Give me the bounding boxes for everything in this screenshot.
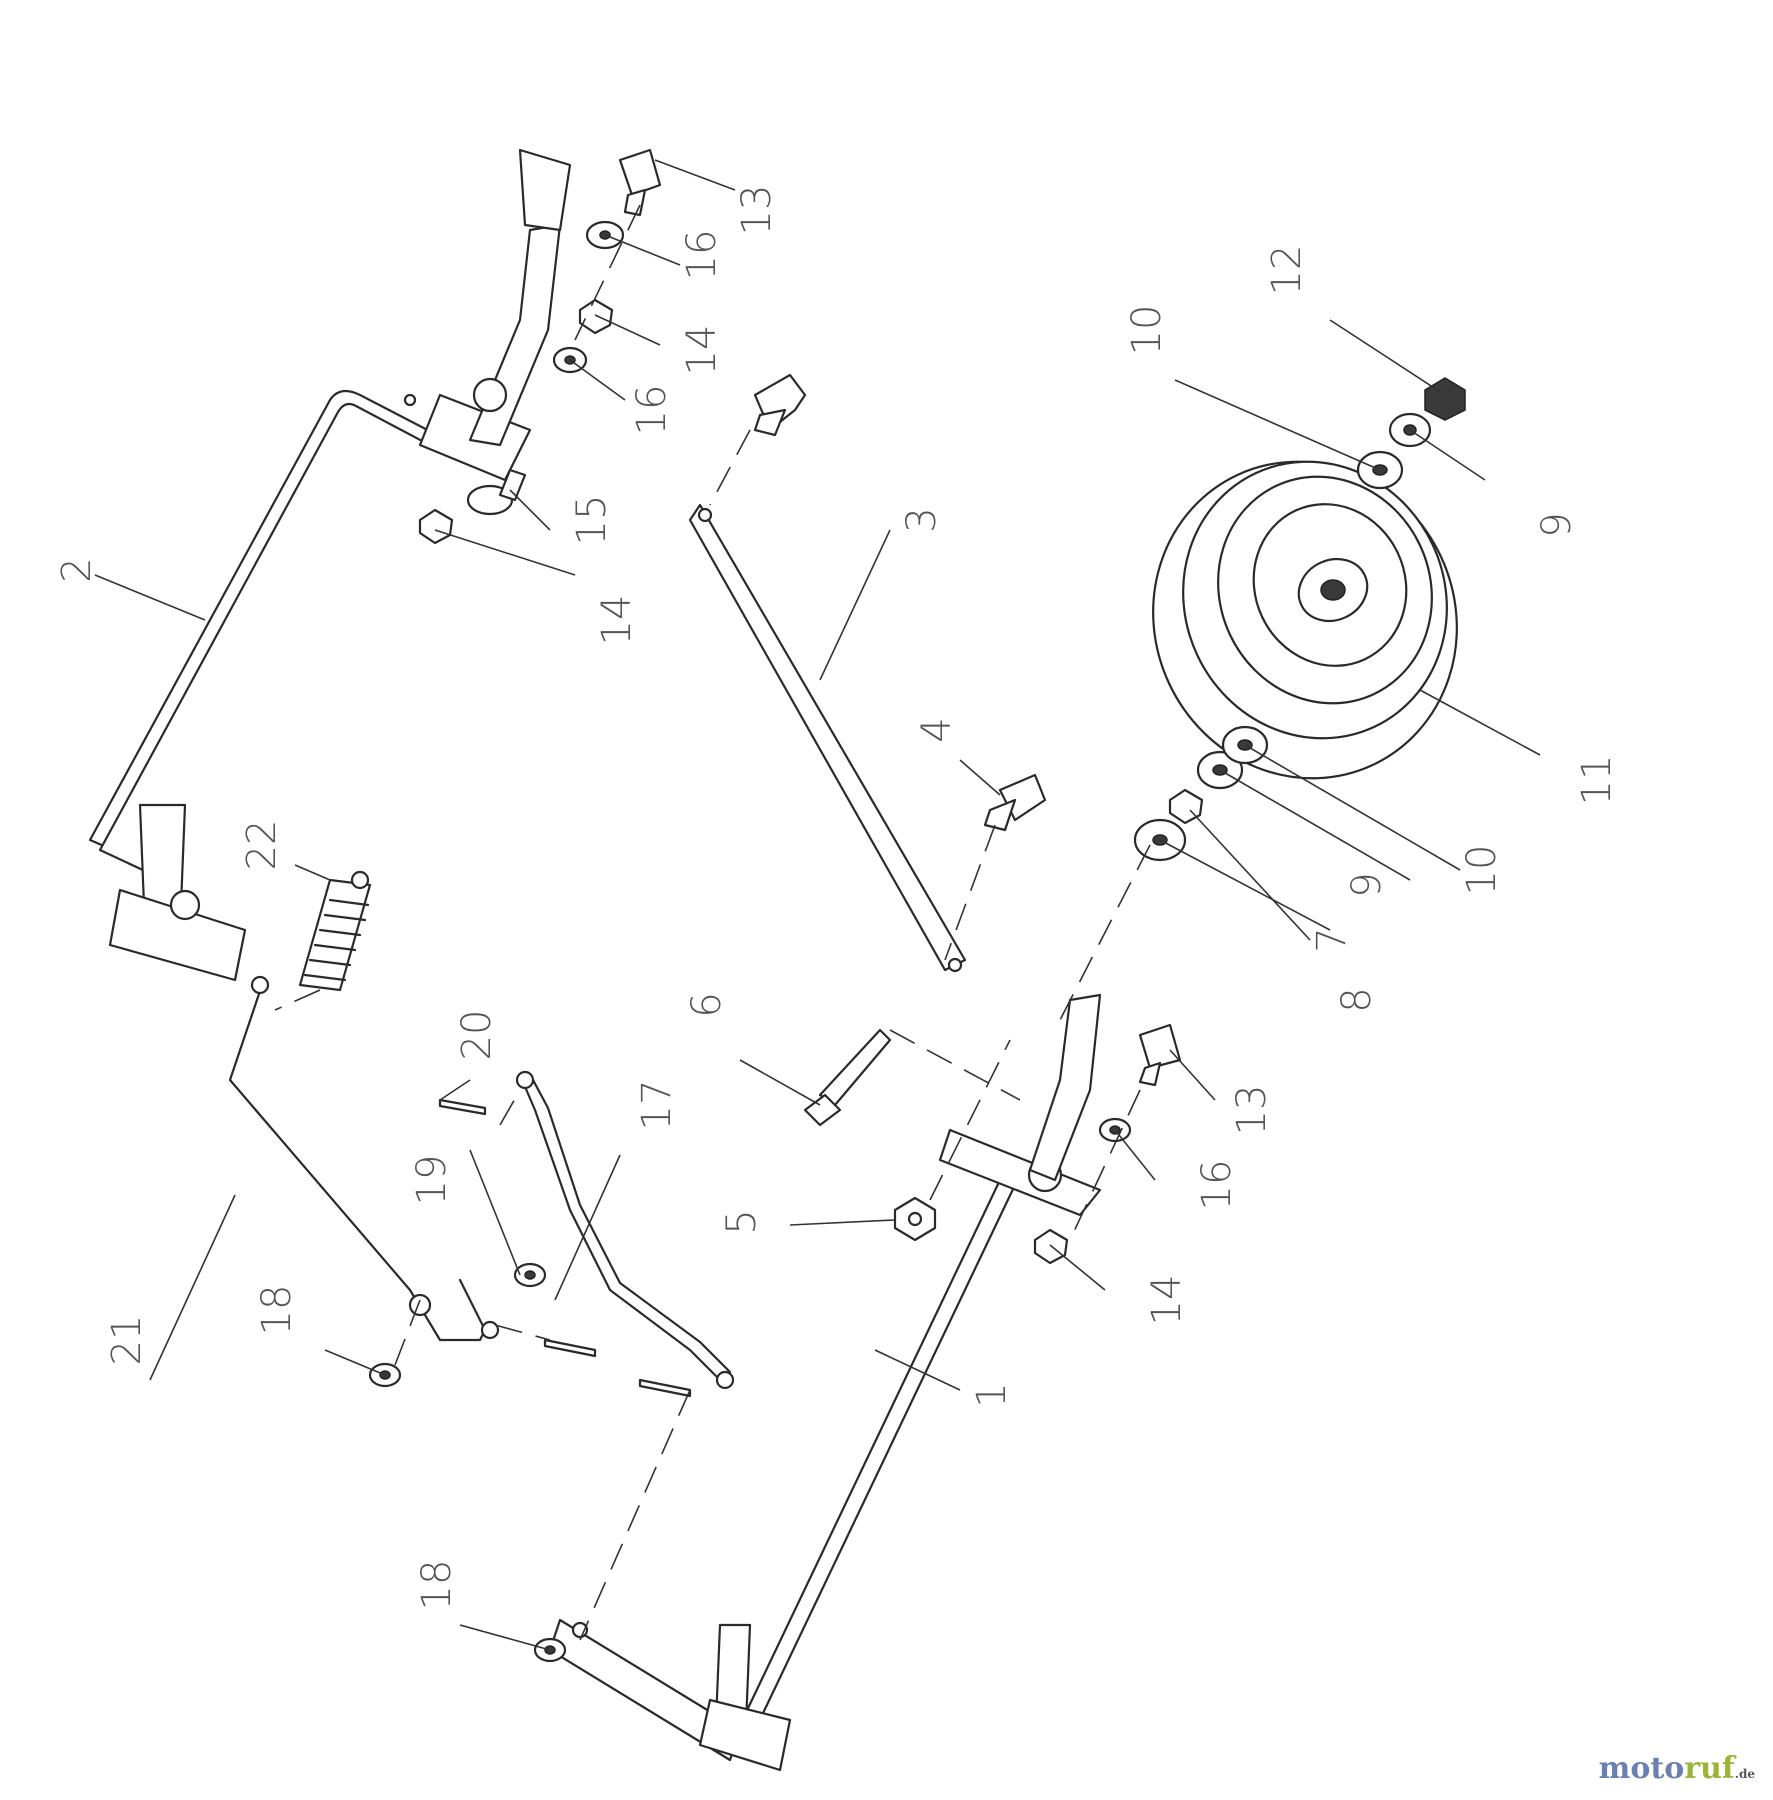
label-7: 7 — [1309, 927, 1355, 952]
assembly-lines — [274, 204, 1151, 1641]
label-14-lower: 14 — [1144, 1275, 1190, 1326]
motoruf-watermark: motoruf.de — [1599, 1751, 1755, 1786]
label-18-lower: 18 — [414, 1560, 460, 1611]
label-14-mid: 14 — [594, 595, 640, 646]
label-9-lower: 9 — [1344, 872, 1390, 897]
label-21: 21 — [104, 1315, 150, 1366]
label-20: 20 — [454, 1010, 500, 1061]
callout-labels: 2 1 3 4 5 6 7 8 9 10 10 9 11 12 13 13 16… — [54, 185, 1620, 1611]
spring — [298, 870, 372, 992]
watermark-suffix: .de — [1734, 1767, 1755, 1781]
label-11: 11 — [1574, 755, 1620, 806]
label-3: 3 — [899, 507, 945, 532]
leader-lines — [94, 159, 1541, 1651]
label-15: 15 — [569, 495, 615, 546]
label-18-upper: 18 — [254, 1285, 300, 1336]
label-1: 1 — [969, 1382, 1015, 1407]
label-6: 6 — [684, 992, 730, 1017]
bent-rod — [228, 975, 500, 1342]
label-4: 4 — [914, 717, 960, 742]
label-10-lower: 10 — [1459, 845, 1505, 896]
label-13-lower: 13 — [1229, 1085, 1275, 1136]
label-14-upper: 14 — [679, 325, 725, 376]
label-2: 2 — [54, 557, 100, 582]
label-16-lower: 16 — [1194, 1160, 1240, 1211]
label-13-upper: 13 — [734, 185, 780, 236]
wheel — [1152, 460, 1458, 780]
axle-rod-lower — [548, 993, 1102, 1772]
label-16-upper: 16 — [679, 230, 725, 281]
label-16-mid: 16 — [629, 385, 675, 436]
label-10-upper: 10 — [1124, 305, 1170, 356]
label-12: 12 — [1264, 245, 1310, 296]
label-22: 22 — [239, 820, 285, 871]
axle-rod-upper — [88, 148, 572, 982]
watermark-part1: moto — [1598, 1751, 1685, 1786]
label-19: 19 — [409, 1155, 455, 1206]
lever — [515, 1070, 735, 1390]
label-9-upper: 9 — [1534, 512, 1580, 537]
link-bar — [688, 503, 967, 973]
label-8: 8 — [1334, 987, 1380, 1012]
label-17: 17 — [634, 1080, 680, 1131]
label-5: 5 — [719, 1209, 765, 1234]
watermark-part2: ruf — [1684, 1751, 1735, 1786]
